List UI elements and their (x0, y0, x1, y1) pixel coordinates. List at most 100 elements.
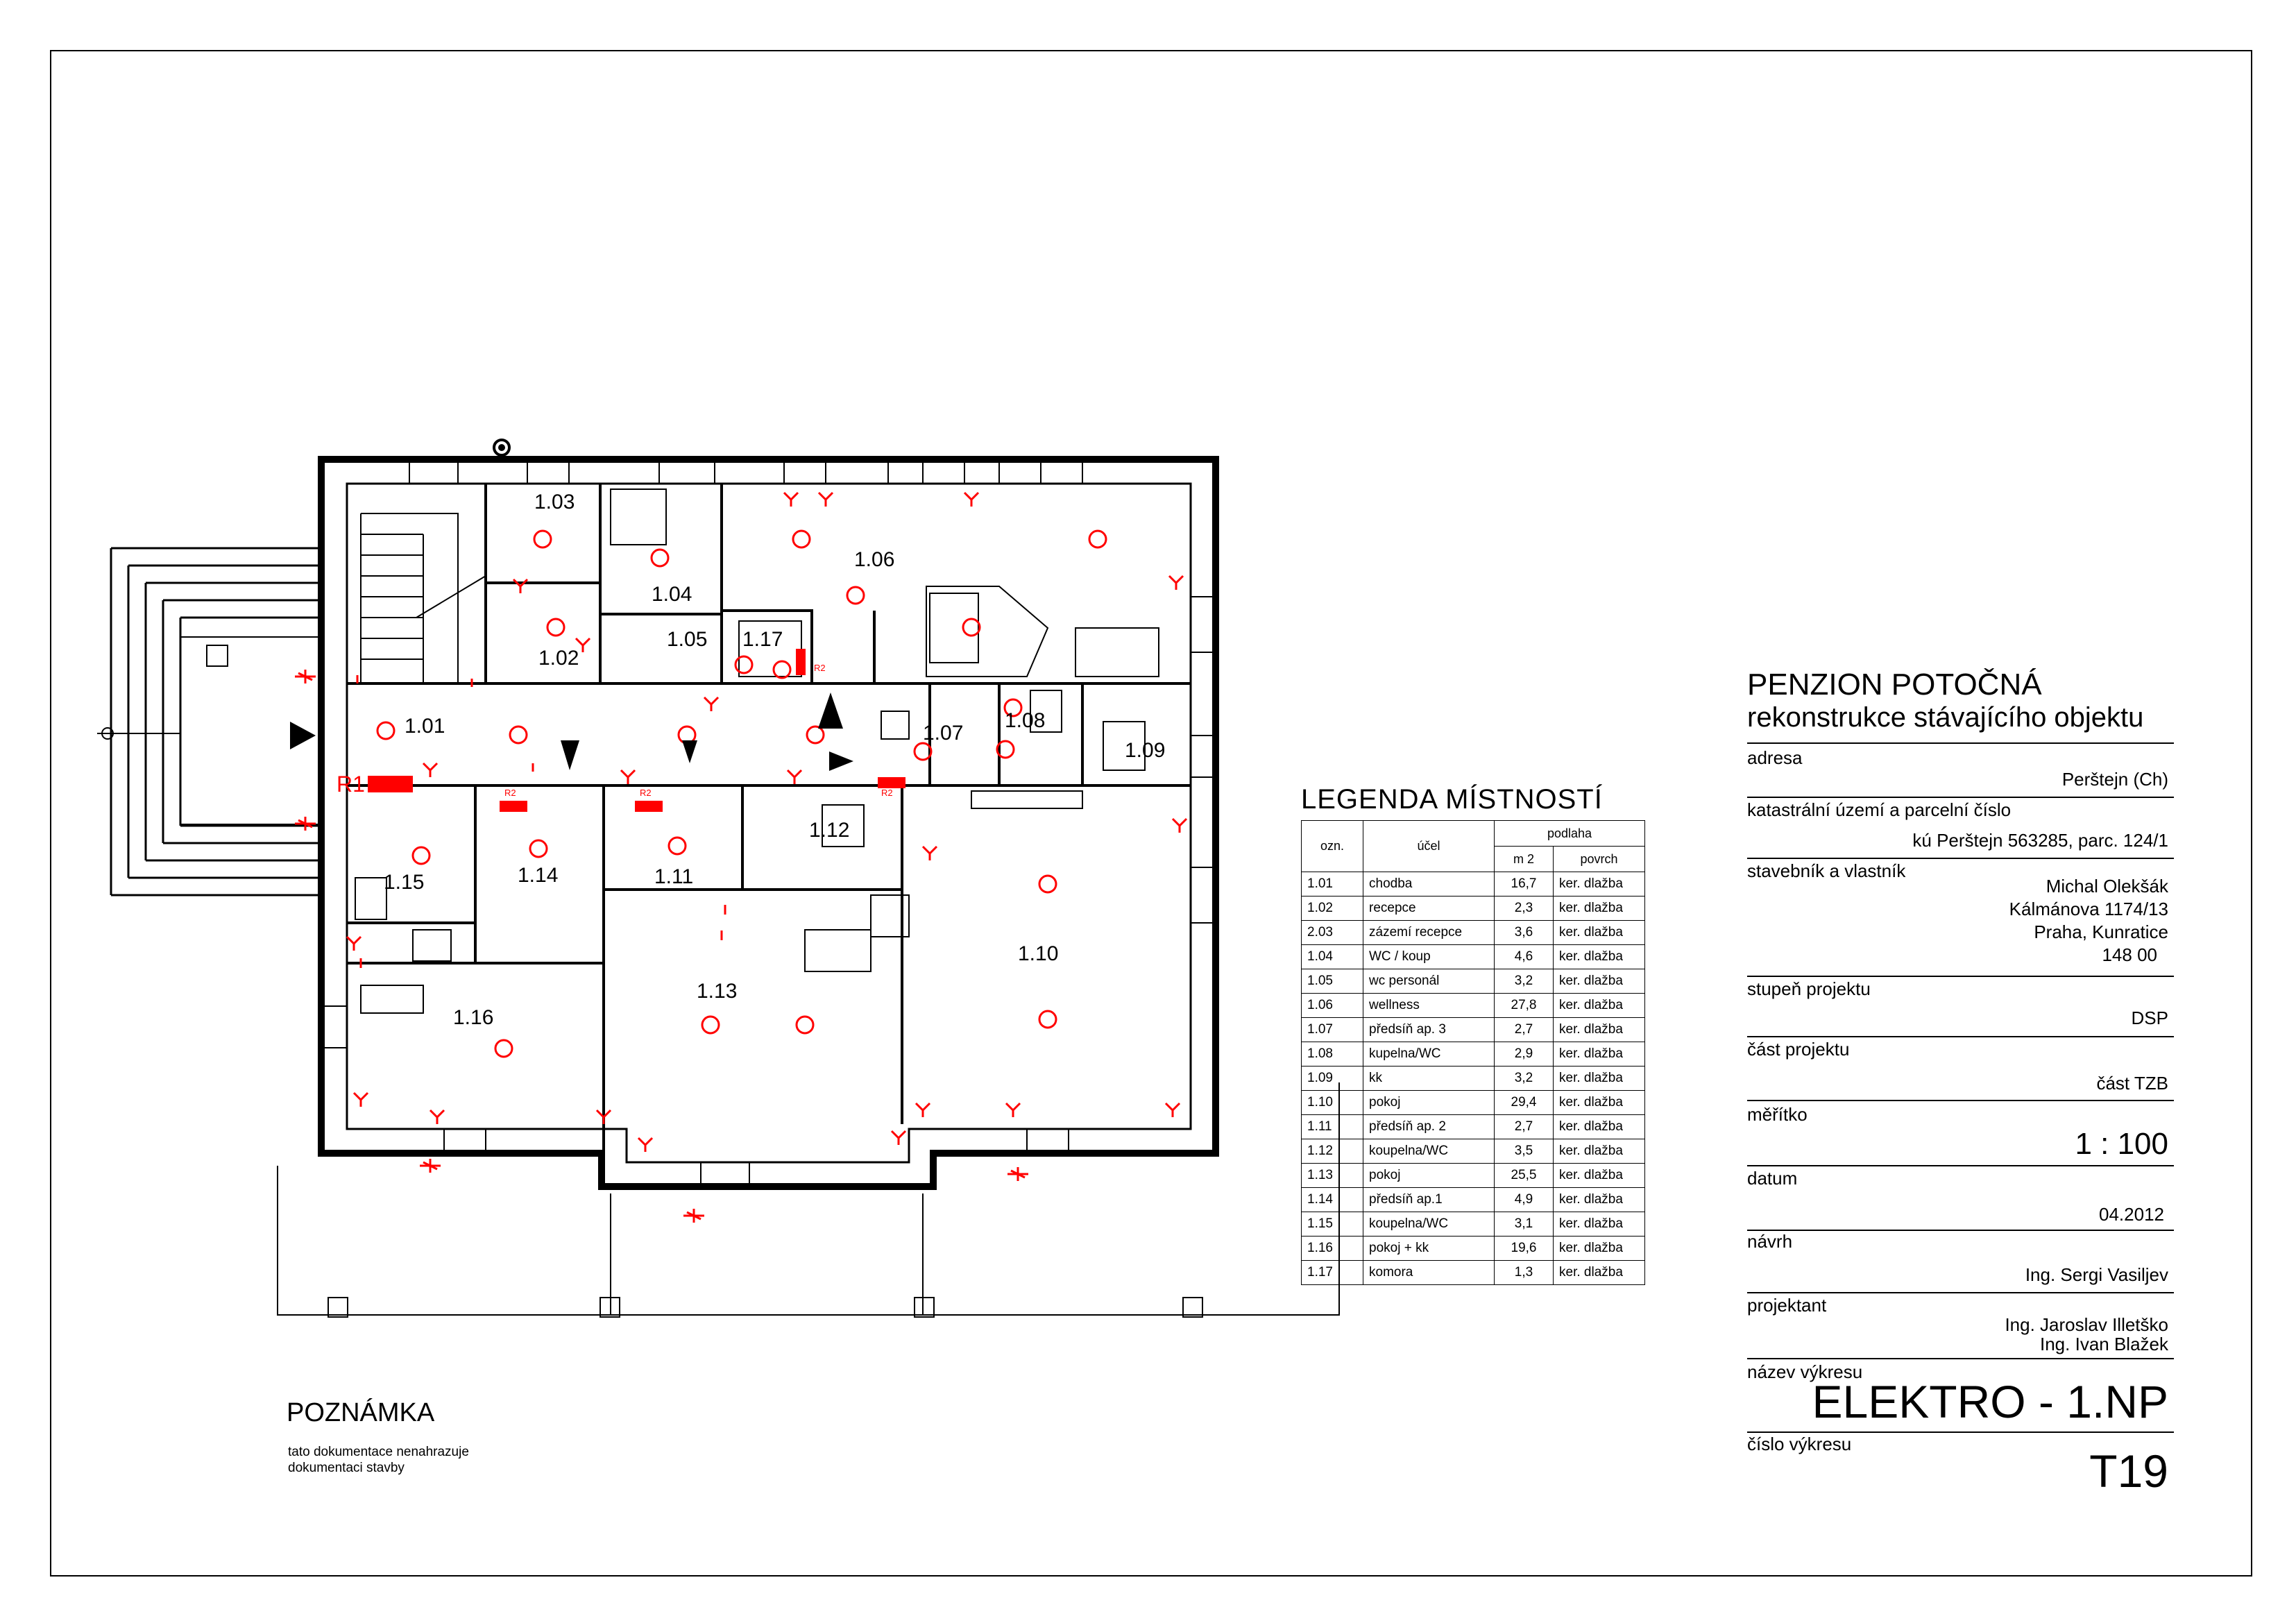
room-label-1.04: 1.04 (652, 583, 692, 606)
legend-cell: ker. dlažba (1553, 1090, 1645, 1115)
legend-cell: 1.07 (1301, 1017, 1363, 1042)
corridor-walls (347, 682, 1191, 787)
field-value-owner-1: Michal Olekšák (2046, 876, 2168, 897)
legend-cell: ker. dlažba (1553, 1163, 1645, 1188)
room-label-1.08: 1.08 (1005, 709, 1046, 732)
title-block-rule (1747, 1036, 2174, 1037)
legend-cell: 3,2 (1494, 969, 1554, 994)
title-block-rule (1747, 1292, 2174, 1293)
legend-cell: 1,3 (1494, 1260, 1554, 1285)
field-label-drawing-number: číslo výkresu (1747, 1434, 1852, 1454)
title-block-rule (1747, 976, 2174, 977)
legend-cell: ker. dlažba (1553, 872, 1645, 897)
legend-cell: 2,9 (1494, 1042, 1554, 1067)
project-name: PENZION POTOČNÁ (1747, 668, 2042, 702)
title-block-rule (1747, 742, 2174, 744)
legend-title: LEGENDA MÍSTNOSTÍ (1301, 784, 1603, 815)
legend-cell: koupelna/WC (1363, 1139, 1495, 1164)
legend-header-floor: podlaha (1494, 820, 1645, 847)
legend-cell: předsíň ap. 3 (1363, 1017, 1495, 1042)
legend-cell: 3,1 (1494, 1212, 1554, 1237)
legend-cell: 1.14 (1301, 1187, 1363, 1212)
field-value-cadastral: kú Perštejn 563285, parc. 124/1 (1912, 830, 2168, 851)
field-value-part: část TZB (2096, 1073, 2168, 1094)
field-label-design: návrh (1747, 1231, 1793, 1252)
distribution-boards (368, 649, 905, 812)
room-label-1.10: 1.10 (1018, 942, 1059, 965)
switches (356, 675, 726, 968)
partitions (347, 484, 1084, 1152)
field-value-stage: DSP (2131, 1008, 2168, 1028)
legend-cell: 1.12 (1301, 1139, 1363, 1164)
title-block-rule (1747, 1230, 2174, 1231)
field-value-designer-2: Ing. Ivan Blažek (2040, 1334, 2168, 1354)
legend-cell: 1.06 (1301, 993, 1363, 1018)
legend-cell: zázemí recepce (1363, 920, 1495, 945)
ceiling-lights (376, 529, 1107, 1058)
chimney-symbol (493, 439, 511, 457)
legend-cell: recepce (1363, 896, 1495, 921)
legend-cell: ker. dlažba (1553, 1017, 1645, 1042)
room-label-1.17: 1.17 (742, 628, 783, 651)
exterior-outlets (295, 670, 1028, 1223)
legend-cell: ker. dlažba (1553, 896, 1645, 921)
legend-cell: 1.11 (1301, 1114, 1363, 1139)
legend-header-area: m 2 (1494, 846, 1554, 872)
legend-cell: komora (1363, 1260, 1495, 1285)
legend-cell: kk (1363, 1066, 1495, 1091)
board-label-r2: R2 (814, 663, 826, 673)
legend-cell: pokoj + kk (1363, 1236, 1495, 1261)
legend-cell: wellness (1363, 993, 1495, 1018)
room-label-1.02: 1.02 (538, 647, 579, 670)
field-value-address: Perštejn (Ch) (2061, 769, 2168, 790)
field-label-date: datum (1747, 1168, 1798, 1189)
legend-cell: předsíň ap. 2 (1363, 1114, 1495, 1139)
direction-arrows (290, 692, 853, 771)
legend-cell: pokoj (1363, 1163, 1495, 1188)
legend-cell: 27,8 (1494, 993, 1554, 1018)
field-value-owner-2: Kálmánova 1174/13 (2009, 899, 2168, 919)
legend-cell: ker. dlažba (1553, 1139, 1645, 1164)
outer-wall (318, 456, 1219, 1190)
field-label-address: adresa (1747, 747, 1803, 768)
title-block-rule (1747, 1358, 2174, 1359)
legend-cell: 3,2 (1494, 1066, 1554, 1091)
field-value-owner-3: Praha, Kunratice (2034, 921, 2168, 942)
field-label-stage: stupeň projektu (1747, 978, 1871, 999)
legend-cell: 16,7 (1494, 872, 1554, 897)
title-block-rule (1747, 1165, 2174, 1166)
legend-cell: 1.05 (1301, 969, 1363, 994)
legend-cell: ker. dlažba (1553, 944, 1645, 969)
legend-cell: 4,6 (1494, 944, 1554, 969)
legend-cell: 1.17 (1301, 1260, 1363, 1285)
room-label-1.01: 1.01 (405, 715, 445, 738)
title-block-rule (1747, 1100, 2174, 1101)
room-label-1.13: 1.13 (697, 980, 738, 1003)
field-label-designer: projektant (1747, 1295, 1827, 1316)
legend-header-use: účel (1363, 820, 1495, 872)
field-value-owner-4: 148 00 (2102, 944, 2157, 965)
note-line-1: tato dokumentace nenahrazuje (288, 1445, 469, 1459)
legend-cell: 2,7 (1494, 1114, 1554, 1139)
legend-cell: ker. dlažba (1553, 1260, 1645, 1285)
room-label-1.16: 1.16 (453, 1006, 494, 1029)
board-r1 (368, 776, 413, 792)
legend-cell: WC / koup (1363, 944, 1495, 969)
room-label-1.15: 1.15 (384, 871, 425, 894)
legend-header-surface: povrch (1553, 846, 1645, 872)
drawing-name: ELEKTRO - 1.NP (1812, 1376, 2168, 1427)
